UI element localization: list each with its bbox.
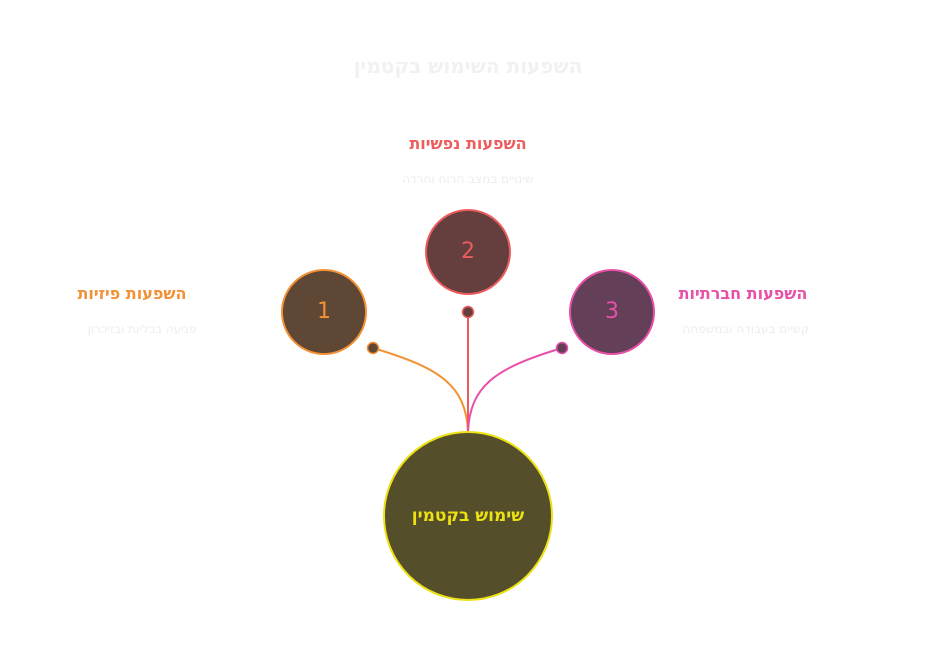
center-label: שימוש בקטמין: [411, 506, 525, 526]
branch-title-physical: השפעות פיזיות: [77, 284, 187, 303]
connector-dot-social: [555, 341, 569, 355]
connector-physical: [372, 347, 469, 433]
node-circle-mental: [425, 209, 511, 295]
branch-title-mental: השפעות נפשיות: [409, 134, 527, 153]
center-circle: [383, 431, 553, 601]
branch-description-social: קשיים בעבודה ובמשפחה: [682, 322, 810, 336]
node-number-physical: 1: [317, 299, 331, 324]
branch-title-social: השפעות חברתיות: [678, 284, 808, 303]
node-number-social: 3: [605, 299, 619, 324]
diagram-title: השפעות השימוש בקטמין: [353, 54, 583, 78]
connector-dot-mental: [461, 305, 475, 319]
connector-social: [467, 347, 563, 433]
node-circle-physical: [281, 269, 367, 355]
branch-description-physical: פגיעה בכליות ובזיכרון: [87, 322, 197, 336]
connector-dot-physical: [366, 341, 380, 355]
node-number-mental: 2: [461, 239, 475, 264]
node-circle-social: [569, 269, 655, 355]
branch-description-mental: שינויים במצב הרוח וחרדה: [402, 172, 534, 186]
